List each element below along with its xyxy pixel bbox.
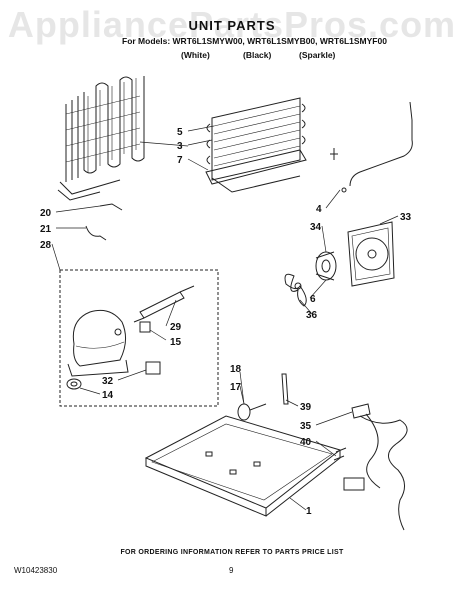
wiring-harness-drawing (333, 403, 408, 531)
color-black-label: (Black) (243, 50, 272, 60)
condenser-coil-drawing (57, 76, 145, 201)
fan-shroud-drawing (347, 221, 395, 287)
callout-1: 1 (306, 506, 312, 517)
drier-drawing (133, 285, 195, 323)
callout-29: 29 (170, 322, 182, 333)
callout-32: 32 (102, 376, 114, 387)
model-list: For Models: WRT6L1SMYW00, WRT6L1SMYB00, … (122, 36, 387, 46)
callout-3: 3 (177, 141, 183, 152)
overload-drawing (139, 321, 151, 333)
callout-33: 33 (400, 212, 412, 223)
tube-drawing (85, 225, 107, 241)
callout-5: 5 (177, 127, 183, 138)
callout-4: 4 (316, 204, 322, 215)
evaporator-coil-drawing (205, 97, 307, 193)
relay-drawing (145, 361, 161, 375)
clip-drawing (99, 203, 123, 211)
color-white-label: (White) (181, 50, 210, 60)
callout-18: 18 (230, 364, 242, 375)
roller-drawing (237, 403, 267, 421)
compressor-assembly-box (59, 269, 219, 407)
callout-28: 28 (40, 240, 52, 251)
callout-7: 7 (177, 155, 183, 166)
page-number: 9 (229, 566, 234, 575)
color-sparkle-label: (Sparkle) (299, 50, 336, 60)
grommet-drawing (66, 378, 82, 390)
compressor-drawing (67, 309, 129, 377)
ordering-note: FOR ORDERING INFORMATION REFER TO PARTS … (120, 549, 344, 556)
fan-blade-drawing (284, 273, 307, 307)
callout-34: 34 (310, 222, 322, 233)
callout-40: 40 (300, 437, 312, 448)
page-title: UNIT PARTS (188, 18, 276, 33)
document-number: W10423830 (14, 566, 58, 575)
thermostat-capillary-drawing (330, 101, 413, 193)
leader-lines (51, 125, 399, 511)
callout-36: 36 (306, 310, 318, 321)
fan-motor-drawing (315, 251, 337, 281)
callout-20: 20 (40, 208, 52, 219)
watermark-text: AppliancePartsPros.com (7, 4, 457, 45)
callout-39: 39 (300, 402, 312, 413)
callout-35: 35 (300, 421, 312, 432)
bracket-drawing (281, 373, 289, 405)
callout-6: 6 (310, 294, 316, 305)
callout-15: 15 (170, 337, 182, 348)
callout-17: 17 (230, 382, 242, 393)
callout-14: 14 (102, 390, 114, 401)
callout-21: 21 (40, 224, 52, 235)
